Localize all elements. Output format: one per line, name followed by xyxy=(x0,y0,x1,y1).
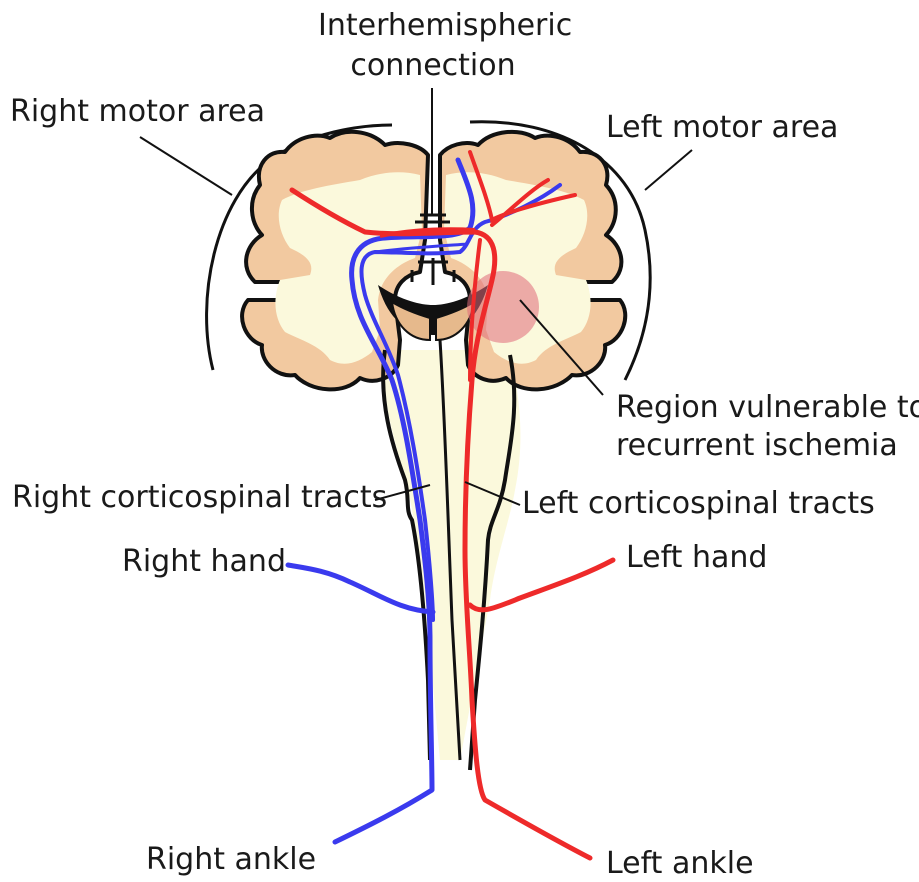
interhemispheric-label-line2: connection xyxy=(318,48,548,84)
leader-right-motor xyxy=(140,137,232,195)
region-vulnerable-label-line2: recurrent ischemia xyxy=(616,428,898,464)
region-vulnerable-label-line1: Region vulnerable to xyxy=(616,390,919,426)
left-ankle-label: Left ankle xyxy=(606,846,754,882)
left-corticospinal-label: Left corticospinal tracts xyxy=(522,486,875,522)
right-hand-label: Right hand xyxy=(122,544,286,580)
right-corticospinal-label: Right corticospinal tracts xyxy=(12,480,387,516)
left-motor-area-label: Left motor area xyxy=(606,110,838,146)
right-ankle-label: Right ankle xyxy=(146,842,316,878)
leader-left-motor xyxy=(645,150,692,190)
brainstem-fill xyxy=(384,350,520,760)
right-motor-area-label: Right motor area xyxy=(10,94,265,130)
left-hand-label: Left hand xyxy=(626,540,767,576)
interhemispheric-label-line1: Interhemispheric xyxy=(318,8,548,44)
right-hand-branch xyxy=(288,565,433,612)
